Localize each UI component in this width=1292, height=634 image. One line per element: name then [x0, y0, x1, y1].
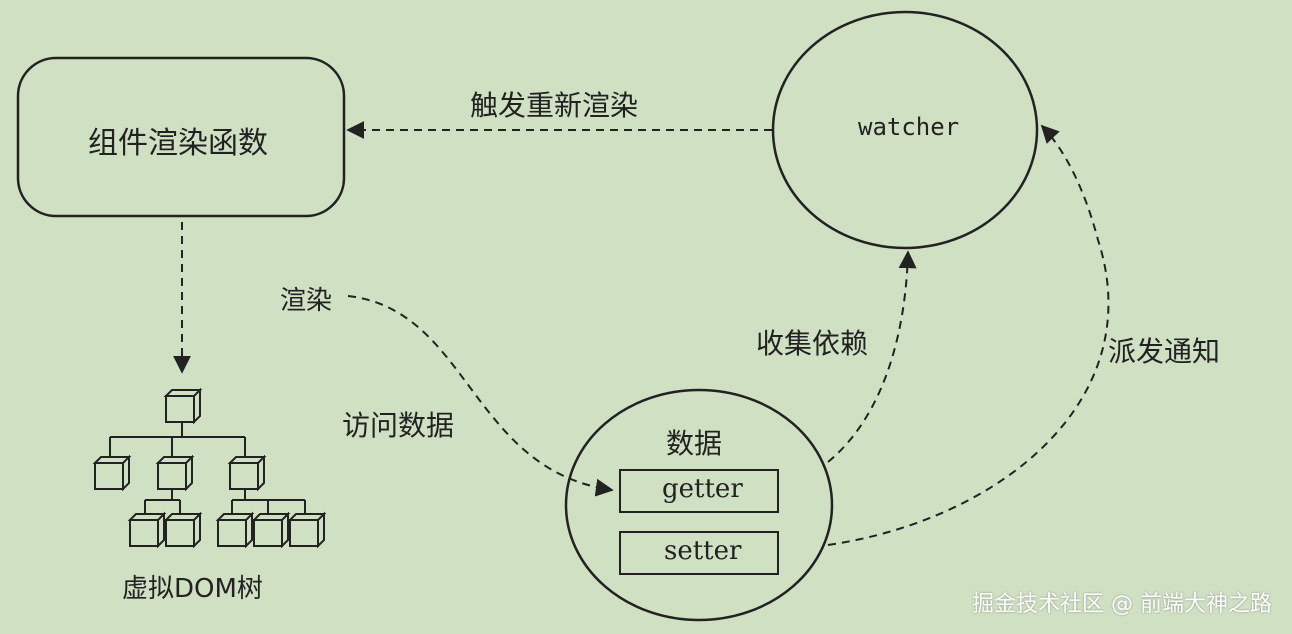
edge-label-access-data: 访问数据 — [342, 409, 455, 442]
render-function-label: 组件渲染函数 — [88, 126, 268, 161]
data-label: 数据 — [666, 427, 723, 460]
render-function-box — [16, 56, 346, 218]
getter-label: getter — [662, 474, 743, 504]
watcher-label: watcher — [858, 113, 960, 141]
edge-label-dispatch-notify: 派发通知 — [1108, 335, 1221, 368]
watcher-circle — [771, 10, 1039, 250]
data-circle — [564, 388, 834, 622]
edge-label-collect-deps: 收集依赖 — [756, 327, 869, 360]
getter-box — [619, 469, 779, 513]
edge-access-data — [347, 295, 614, 497]
edge-label-render: 渲染 — [280, 286, 333, 316]
edge-dispatch-notify — [827, 124, 1110, 546]
edge-label-trigger-rerender: 触发重新渲染 — [470, 89, 639, 122]
vdom-tree-icon — [92, 387, 327, 549]
setter-box — [619, 531, 779, 575]
edge-collect-deps — [827, 250, 917, 463]
watermark-text: 掘金技术社区 @ 前端大神之路 — [972, 592, 1272, 617]
setter-label: setter — [664, 536, 742, 566]
vdom-label: 虚拟DOM树 — [122, 574, 263, 604]
